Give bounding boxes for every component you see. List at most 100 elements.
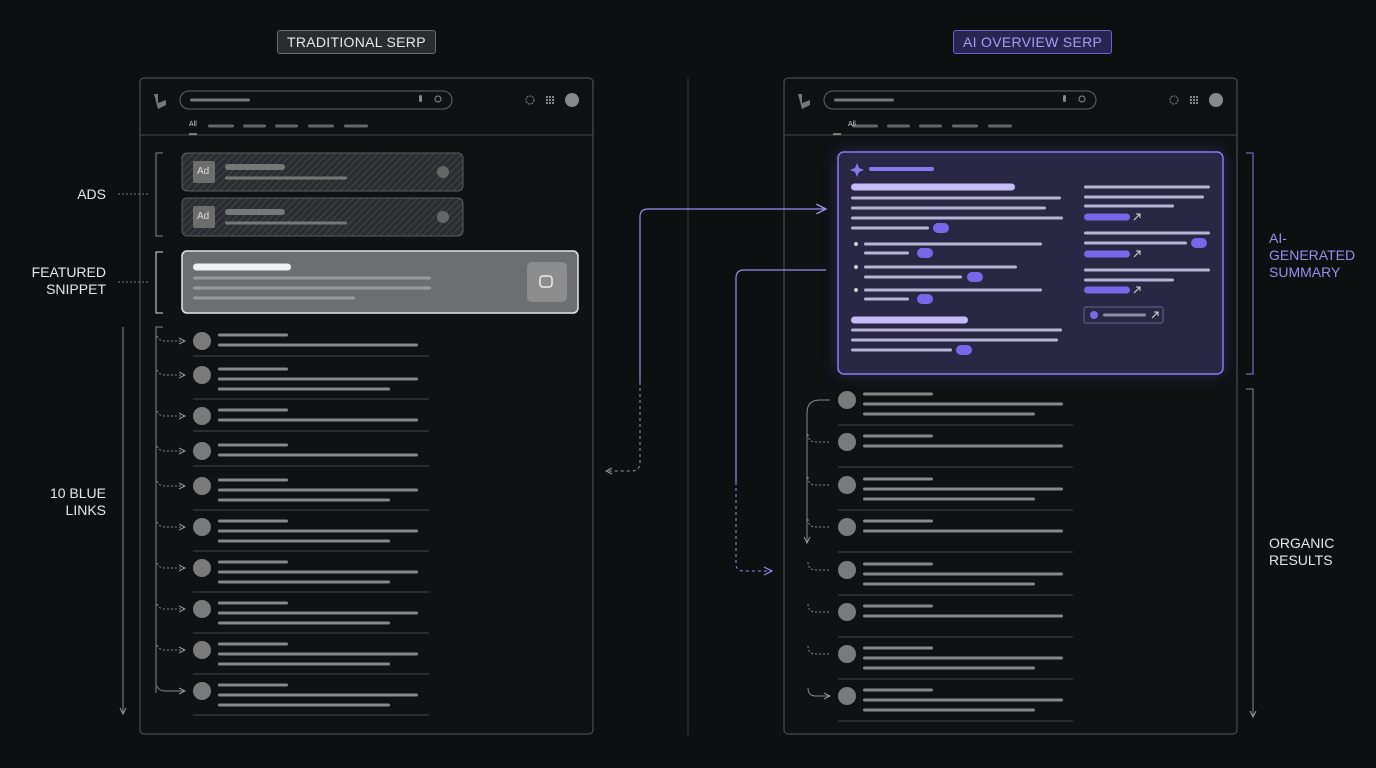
citation-chip <box>1191 238 1207 248</box>
result-snippet-bar <box>218 570 418 574</box>
ai-panel-title-bar <box>869 167 934 171</box>
grid-dot <box>549 99 551 101</box>
result-favicon <box>838 476 856 494</box>
external-link-icon <box>1151 311 1159 319</box>
placeholder-bar <box>193 276 431 280</box>
result-snippet-bar <box>863 529 1063 533</box>
bullet-dot <box>854 242 858 246</box>
mic-icon <box>1063 95 1066 102</box>
placeholder-bar <box>851 216 1063 220</box>
result-pointer <box>156 445 185 451</box>
result-snippet-bar <box>218 377 418 381</box>
placeholder-bar <box>864 297 909 301</box>
ad-badge-box <box>193 161 215 183</box>
organic-pointer <box>807 687 830 696</box>
result-snippet-bar <box>863 582 1035 586</box>
result-snippet-bar <box>218 387 390 391</box>
result-pointer <box>156 685 185 691</box>
result-favicon <box>838 687 856 705</box>
external-link-icon <box>1133 286 1141 294</box>
placeholder-bar <box>1084 278 1174 282</box>
source-favicon <box>1090 311 1098 319</box>
citation-chip <box>956 345 972 355</box>
bullet-dot <box>854 265 858 269</box>
result-favicon <box>193 641 211 659</box>
tab-all-ai[interactable]: All <box>848 121 856 128</box>
grid-dot <box>1190 96 1192 98</box>
tab-all-traditional[interactable]: All <box>189 121 197 128</box>
traditional-serp-window <box>139 77 594 735</box>
result-snippet-bar <box>863 444 1063 448</box>
result-snippet-bar <box>218 529 418 533</box>
result-favicon <box>838 518 856 536</box>
result-snippet-bar <box>863 402 1063 406</box>
result-pointer <box>156 521 185 527</box>
ad-result-2 <box>181 197 464 237</box>
organic-results-label: ORGANIC RESULTS <box>1269 535 1334 569</box>
result-snippet-bar <box>218 662 390 666</box>
result-snippet-bar <box>218 693 418 697</box>
placeholder-bar <box>1103 313 1146 317</box>
links-bracket <box>155 326 163 693</box>
organic-pointer <box>807 433 830 443</box>
organic-label-line1: ORGANIC <box>1269 535 1335 551</box>
featured-snippet-label: FEATURED SNIPPET <box>32 264 106 298</box>
sparkle-icon <box>850 163 864 177</box>
result-favicon <box>193 442 211 460</box>
ai-heading-bar <box>851 183 1015 191</box>
copy-icon-box <box>527 262 567 302</box>
placeholder-bar <box>851 206 1046 210</box>
tab-bar <box>952 124 978 128</box>
featured-label-line2: SNIPPET <box>46 281 106 297</box>
grid-dot <box>1190 102 1192 104</box>
ad-option-icon <box>437 211 449 223</box>
placeholder-bar <box>851 338 1058 342</box>
bullet-dot <box>854 288 858 292</box>
bing-logo-icon <box>798 94 810 109</box>
organic-pointer <box>807 603 830 613</box>
tab-bar <box>887 124 910 128</box>
placeholder-bar <box>851 348 952 352</box>
ai-overview-serp-header: AI OVERVIEW SERP <box>953 30 1113 54</box>
copy-icon <box>539 275 553 288</box>
external-link-icon <box>1133 213 1141 221</box>
organic-results-arrow <box>1246 388 1253 717</box>
organic-pointer <box>807 561 830 571</box>
placeholder-bar <box>864 242 1042 246</box>
source-chip[interactable] <box>1083 306 1164 324</box>
grid-dot <box>1196 96 1198 98</box>
result-title-bar <box>218 683 288 687</box>
result-snippet-bar <box>218 703 390 707</box>
result-title-bar <box>863 434 933 438</box>
links-label-line1: 10 BLUE <box>49 485 106 501</box>
grid-dot <box>1196 102 1198 104</box>
result-snippet-bar <box>863 614 1063 618</box>
search-input[interactable] <box>179 90 453 110</box>
result-snippet-bar <box>863 487 1063 491</box>
result-title-bar <box>218 560 288 564</box>
result-title-bar <box>218 367 288 371</box>
grid-dot <box>549 102 551 104</box>
search-query-bar <box>834 98 894 102</box>
result-pointer <box>156 603 185 609</box>
organic-label-line2: RESULTS <box>1269 552 1333 568</box>
result-pointer <box>156 644 185 650</box>
placeholder-bar <box>1084 268 1210 272</box>
ad-title-bar <box>225 209 285 215</box>
result-title-bar <box>863 604 933 608</box>
result-favicon <box>193 518 211 536</box>
search-input[interactable] <box>823 90 1097 110</box>
result-snippet-bar <box>218 453 418 457</box>
result-snippet-bar <box>218 621 390 625</box>
placeholder-bar <box>1084 195 1204 199</box>
avatar <box>1209 93 1223 107</box>
result-favicon <box>193 332 211 350</box>
result-title-bar <box>218 408 288 412</box>
result-title-bar <box>218 642 288 646</box>
ad-badge-box <box>193 206 215 228</box>
result-pointer <box>156 369 185 375</box>
ai-drop-line <box>735 269 826 482</box>
organic-pointer <box>807 518 830 528</box>
ai-label-line1: AI- <box>1269 230 1287 246</box>
